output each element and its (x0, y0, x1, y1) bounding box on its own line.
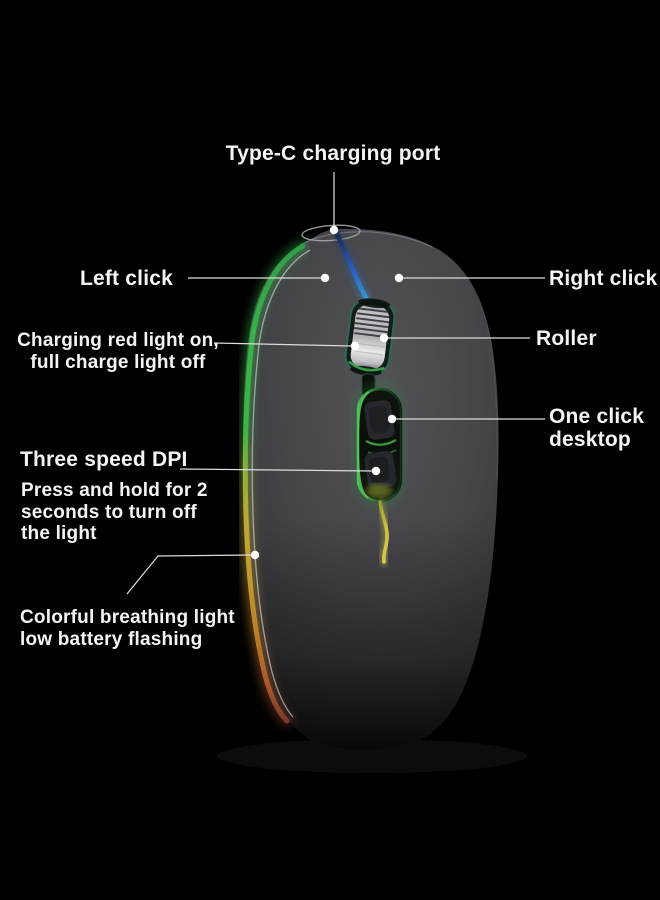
top-edge-highlight (299, 231, 433, 248)
label-press-and-hold-line1: Press and hold for 2 (21, 480, 208, 501)
label-charging-light-line2: full charge light off (30, 351, 206, 373)
mouse-shadow (217, 739, 527, 773)
label-one-click-line1: One click (549, 405, 645, 428)
leader-charging-light (213, 342, 353, 347)
label-charging-light-line1: Charging red light on, (17, 330, 219, 351)
dot-roller (379, 333, 389, 343)
wheel-green-glow (348, 360, 385, 372)
dot-left-click (320, 273, 330, 283)
wheel-ridges (353, 307, 390, 339)
label-breathing-light-line1: Colorful breathing light (20, 607, 235, 628)
scroll-wheel (344, 298, 396, 376)
type-c-port (301, 224, 361, 242)
leader-three-speed-dpi (179, 468, 373, 472)
label-one-click-line2: desktop (549, 428, 631, 451)
panel-green-arc-1 (365, 439, 397, 446)
leader-breathing-light (126, 554, 253, 595)
label-charging-light: Charging red light on, full charge light… (17, 330, 219, 373)
dot-three-speed-dpi (371, 466, 381, 476)
label-right-click: Right click (549, 267, 658, 290)
label-one-click-desktop: One click desktop (549, 405, 644, 451)
label-press-and-hold-line2: seconds to turn off (21, 501, 197, 523)
dot-breathing-light (250, 550, 260, 560)
label-three-speed-dpi: Three speed DPI (20, 448, 188, 471)
label-press-and-hold-line3: the light (21, 523, 97, 544)
panel-bottom-glow (366, 484, 392, 498)
label-left-click: Left click (79, 267, 173, 290)
panel-left-rim-glow (356, 391, 370, 499)
dot-type-c (329, 225, 339, 235)
light-wire (378, 500, 389, 564)
right-edge-highlight (437, 249, 498, 481)
label-type-c-charging-port: Type-C charging port (225, 142, 441, 165)
edge-highlight-line (251, 249, 311, 718)
label-press-and-hold: Press and hold for 2 seconds to turn off… (21, 480, 208, 545)
dot-one-click-desktop (387, 414, 397, 424)
dot-charging-light (350, 341, 360, 351)
rgb-light-strip (242, 243, 306, 724)
forward-button-inset (368, 405, 390, 434)
label-breathing-light-line2: low battery flashing (20, 628, 203, 650)
dot-right-click (394, 273, 404, 283)
side-button-panel (352, 383, 406, 507)
label-roller: Roller (536, 327, 597, 350)
label-breathing-light: Colorful breathing light low battery fla… (20, 607, 235, 650)
